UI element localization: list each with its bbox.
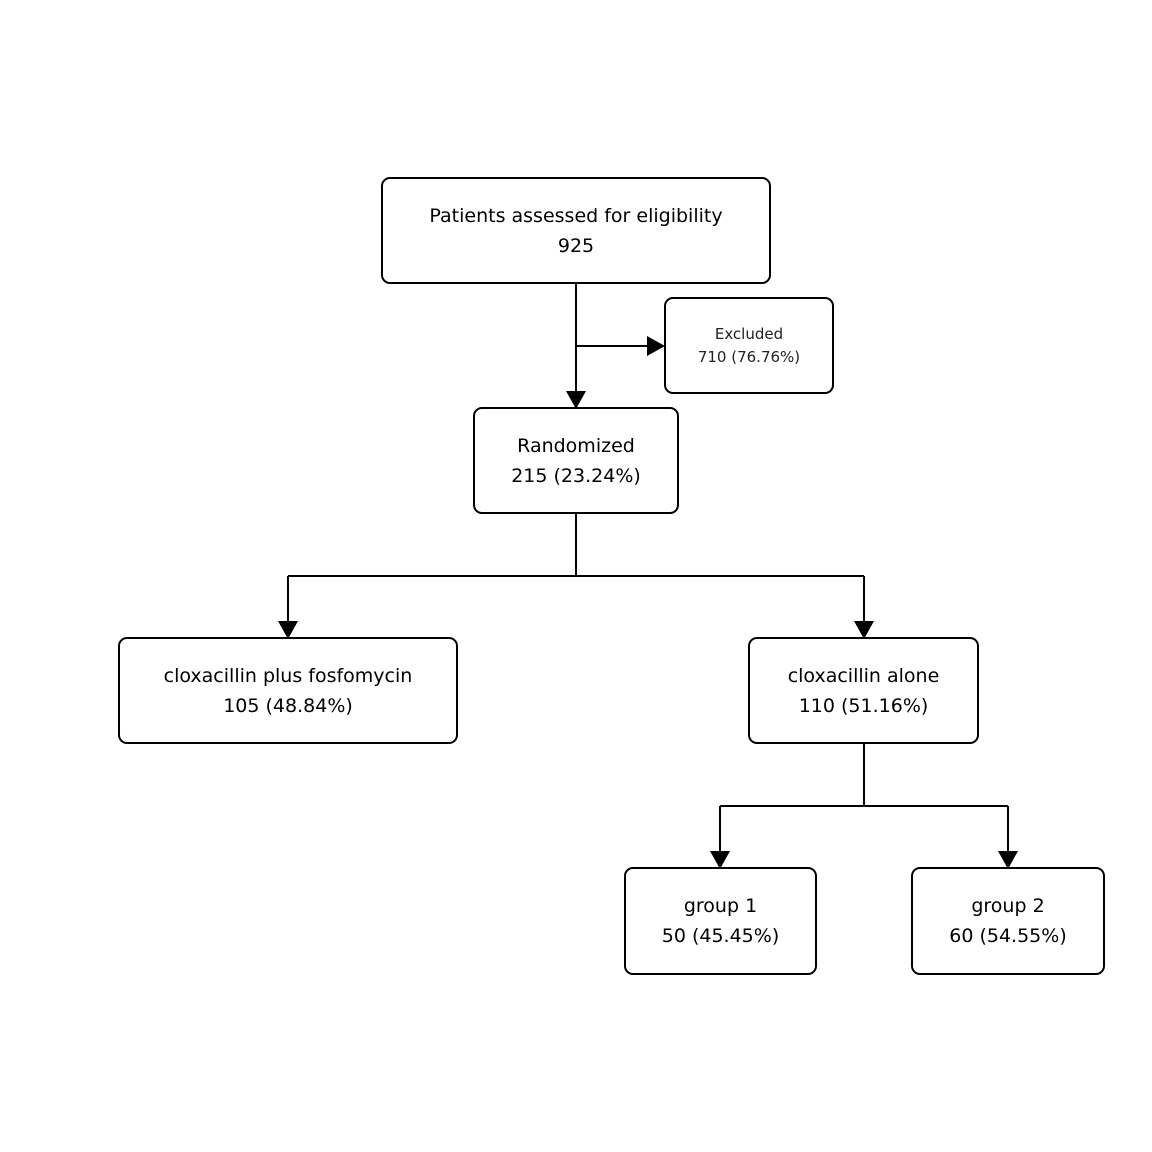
arm-combo-box: cloxacillin plus fosfomycin 105 (48.84%) <box>118 637 458 744</box>
arm-combo-label: cloxacillin plus fosfomycin <box>163 664 413 687</box>
arrowhead-to-randomized <box>566 391 586 409</box>
arrowhead-to-arm-alone <box>854 621 874 639</box>
excluded-label: Excluded <box>714 324 784 343</box>
group1-count: 50 (45.45%) <box>661 925 780 947</box>
randomized-label: Randomized <box>517 434 635 457</box>
excluded-box: Excluded 710 (76.76%) <box>664 297 834 394</box>
assessed-count: 925 <box>557 234 595 257</box>
arm-alone-label: cloxacillin alone <box>787 664 940 687</box>
randomized-box: Randomized 215 (23.24%) <box>473 407 679 514</box>
excluded-count: 710 (76.76%) <box>697 347 801 366</box>
group1-label: group 1 <box>683 895 758 917</box>
group1-box: group 1 50 (45.45%) <box>624 867 817 975</box>
assessed-box: Patients assessed for eligibility 925 <box>381 177 771 284</box>
group2-label: group 2 <box>971 895 1045 917</box>
arrowhead-to-arm-combo <box>278 621 298 639</box>
group2-count: 60 (54.55%) <box>949 925 1067 947</box>
arm-alone-box: cloxacillin alone 110 (51.16%) <box>748 637 979 744</box>
group2-box: group 2 60 (54.55%) <box>911 867 1105 975</box>
arrowhead-to-excluded <box>647 336 665 356</box>
arrowhead-to-group2 <box>998 851 1018 869</box>
randomized-count: 215 (23.24%) <box>511 464 641 487</box>
connector-alone-split <box>719 744 1009 852</box>
connector-randomized-split <box>287 514 865 622</box>
arm-alone-count: 110 (51.16%) <box>798 694 929 717</box>
arrowhead-to-group1 <box>710 851 730 869</box>
arm-combo-count: 105 (48.84%) <box>223 694 353 717</box>
assessed-label: Patients assessed for eligibility <box>429 204 723 227</box>
